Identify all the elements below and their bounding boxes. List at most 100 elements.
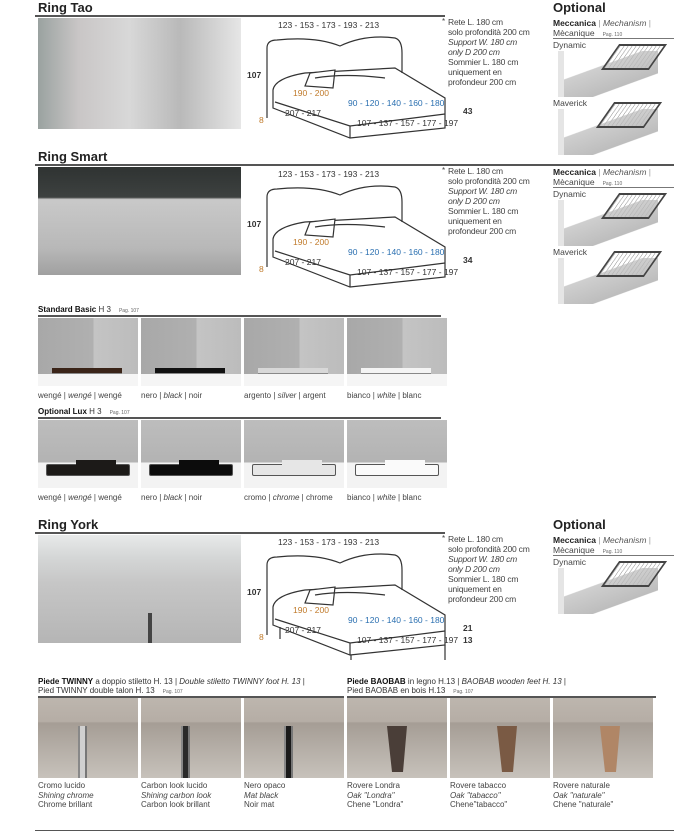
finish-it: bianco xyxy=(347,493,371,502)
spec-line: profondeur 200 cm xyxy=(448,226,516,236)
dim-side: 43 xyxy=(463,106,473,116)
finish-en: wengé xyxy=(68,391,92,400)
mechanism-dynamic-label: Dynamic xyxy=(553,189,589,199)
dim-side: 21 xyxy=(463,623,473,633)
mechanism-dynamic-label: Dynamic xyxy=(553,40,589,50)
finish-en: black xyxy=(163,391,183,400)
finish-it: nero xyxy=(141,493,158,502)
spec-line: Support W. 180 cm xyxy=(448,37,518,47)
mechanism-it: Meccanica xyxy=(553,18,596,28)
finish-swatch xyxy=(244,420,344,488)
feet-twinny-header: Piede TWINNY a doppio stiletto H. 13 | D… xyxy=(38,677,305,697)
sep: | xyxy=(271,391,278,400)
plinth xyxy=(52,368,122,374)
page-ref: Pag. 107 xyxy=(118,308,139,314)
spec-line: solo profondità 200 cm xyxy=(448,176,530,186)
dim-widths-outer: 107 - 137 - 157 - 177 - 197 xyxy=(357,635,459,645)
finish-fr: noir xyxy=(188,493,203,502)
section-title: Ring Tao xyxy=(38,0,93,15)
finish-caption: wengé | wengé | wengé xyxy=(38,391,122,401)
base-top xyxy=(179,460,219,465)
sep: | xyxy=(296,391,303,400)
finish-swatch xyxy=(38,318,138,386)
dim-foot: 8 xyxy=(259,264,264,274)
foot-cone xyxy=(497,726,517,772)
feet-rule xyxy=(347,696,656,698)
floor xyxy=(347,374,447,386)
spec-line: solo profondità 200 cm xyxy=(448,27,530,37)
group-height: H 3 xyxy=(98,305,111,314)
spec-line: uniquement en xyxy=(448,67,502,77)
finish-it: nero xyxy=(141,391,158,400)
feet-fr: Pied TWINNY double talon H. 13 xyxy=(38,686,155,695)
asterisk-icon: * xyxy=(442,534,445,543)
dim-length: 207 - 217 xyxy=(285,625,321,635)
section-title: Ring York xyxy=(38,517,99,532)
spec-line: profondeur 200 cm xyxy=(448,77,516,87)
group-title: Standard Basic xyxy=(38,305,97,314)
foot-photo xyxy=(347,698,447,778)
dim-depth: 190 - 200 xyxy=(293,237,329,247)
foot-fr: Chene "naturale" xyxy=(553,800,614,809)
foot-fr: Carbon look brillant xyxy=(141,800,210,809)
floor xyxy=(38,374,138,386)
foot-it: Rovere tabacco xyxy=(450,781,507,790)
bed-leg xyxy=(148,613,152,643)
finish-swatch xyxy=(141,420,241,488)
asterisk-icon: * xyxy=(442,166,445,175)
finish-caption: bianco | white | blanc xyxy=(347,493,421,503)
base-top xyxy=(282,460,322,465)
page-ref: Pag. 110 xyxy=(602,32,623,38)
plinth xyxy=(155,368,225,374)
foot-en: Shining carbon look xyxy=(141,790,212,800)
plinth xyxy=(361,368,431,374)
finish-fr: blanc xyxy=(402,391,422,400)
sep: | xyxy=(395,391,403,400)
mechanism-fr: Mècanique xyxy=(553,28,595,38)
foot-fr: Chrome brillant xyxy=(38,800,93,809)
finish-en: chrome xyxy=(272,493,300,502)
optional-title: Optional xyxy=(553,0,606,15)
base-plate xyxy=(149,464,233,476)
foot-photo xyxy=(38,698,138,778)
dim-side: 34 xyxy=(463,255,473,265)
sep: | xyxy=(395,493,403,502)
finish-it: wengé xyxy=(38,391,62,400)
spec-line: Rete L. 180 cm xyxy=(448,17,503,27)
finish-fr: argent xyxy=(302,391,326,400)
finish-caption: argento | silver | argent xyxy=(244,391,326,401)
group-title: Optional Lux xyxy=(38,407,87,416)
mechanism-maverick-label: Maverick xyxy=(553,247,590,257)
dim-foot: 8 xyxy=(259,115,264,125)
foot-photo xyxy=(141,698,241,778)
finish-caption: wengé | wengé | wengé xyxy=(38,493,122,503)
dim-depth: 190 - 200 xyxy=(293,605,329,615)
finish-caption: nero | black | noir xyxy=(141,391,202,401)
floor xyxy=(141,374,241,386)
mechanism-rule xyxy=(553,555,674,556)
sep: | xyxy=(299,493,306,502)
feet-fr: Pied BAOBAB en bois H.13 xyxy=(347,686,446,695)
mechanism-rule xyxy=(553,38,674,39)
spec-line: only D 200 cm xyxy=(448,196,500,206)
mechanism-it: Meccanica xyxy=(553,535,596,545)
finish-it: cromo xyxy=(244,493,267,502)
dim-widths-outer: 107 - 137 - 157 - 177 - 197 xyxy=(357,267,459,277)
mechanism-en: Mechanism xyxy=(602,535,647,545)
spec-line: uniquement en xyxy=(448,584,502,594)
dim-length: 207 - 217 xyxy=(285,108,321,118)
bed-diagram xyxy=(266,36,446,139)
mechanism-it: Meccanica xyxy=(553,167,596,177)
finish-fr: noir xyxy=(188,391,203,400)
sep: | xyxy=(596,535,603,545)
optional-title: Optional xyxy=(553,517,606,532)
sep: | xyxy=(370,493,378,502)
spec-line: uniquement en xyxy=(448,216,502,226)
foot-fr: Chene"tabacco" xyxy=(450,800,508,809)
mechanism-dynamic-label: Dynamic xyxy=(553,557,589,567)
